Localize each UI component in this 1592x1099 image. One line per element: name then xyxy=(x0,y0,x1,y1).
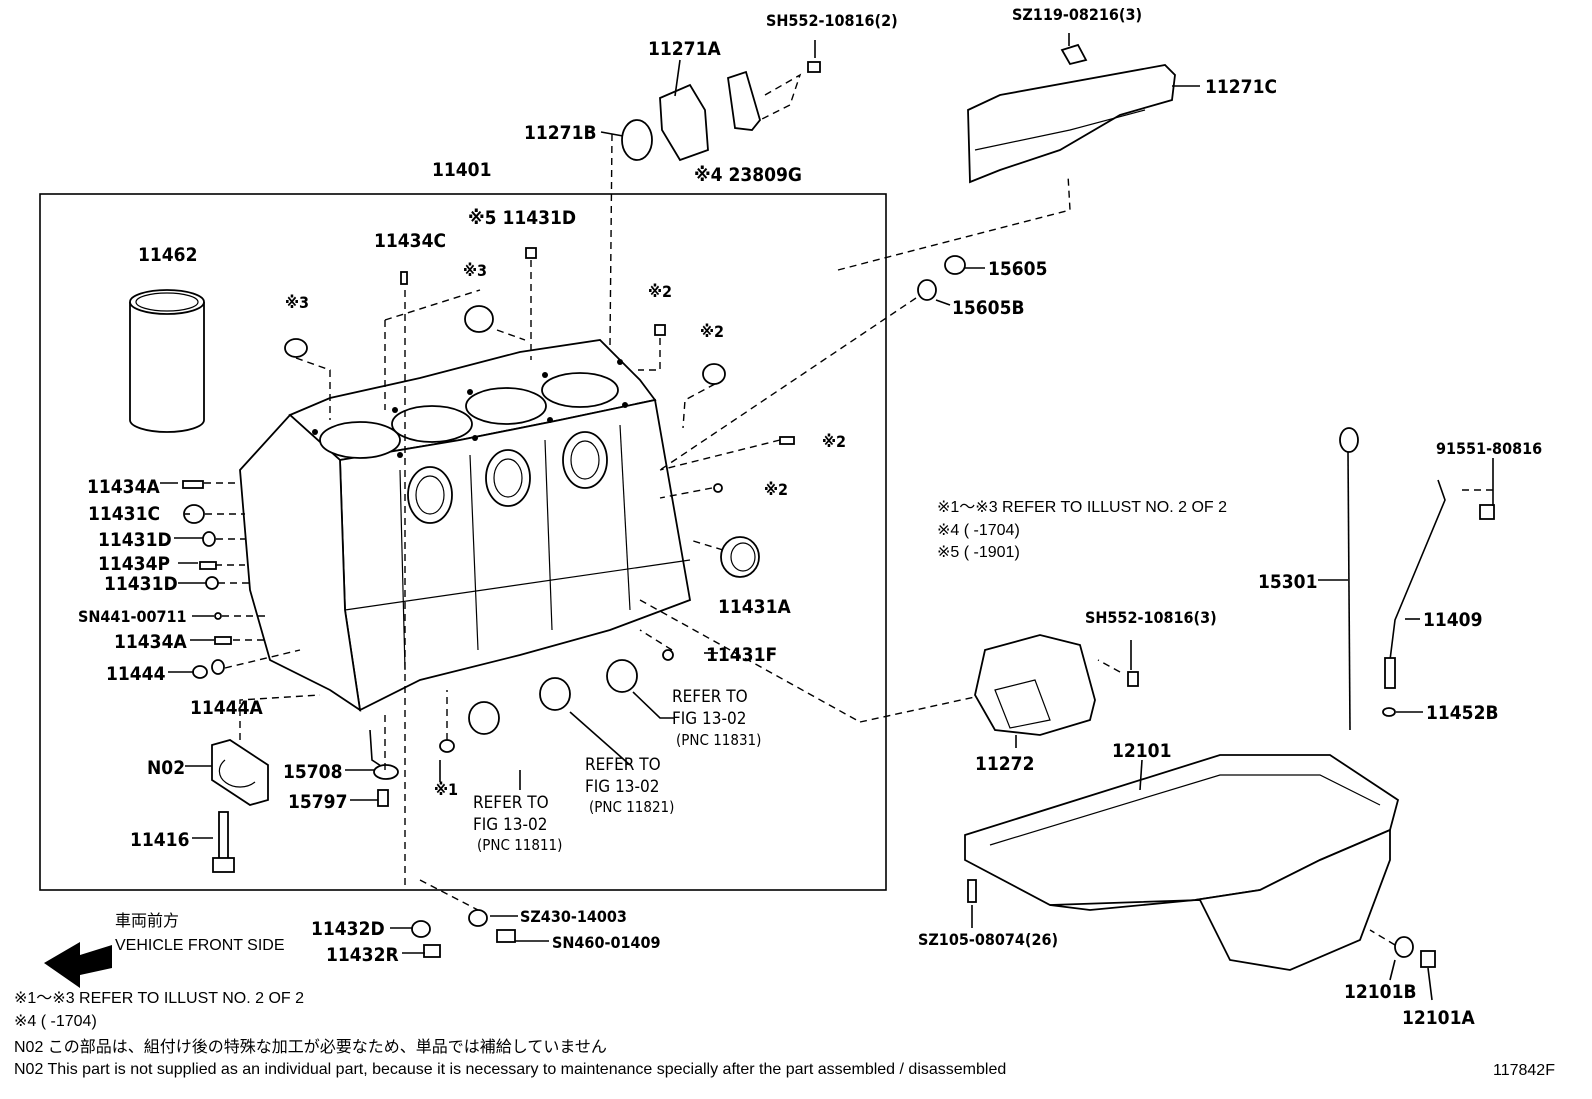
drain-plug-parts xyxy=(917,255,966,301)
union-bolt-parts xyxy=(411,909,516,958)
label-11444: 11444 xyxy=(106,663,166,685)
vehicle-front-note: 車両前方 VEHICLE FRONT SIDE xyxy=(115,912,285,954)
vehicle-front-jp: 車両前方 xyxy=(115,912,179,930)
footer-line1: ※1～※3 REFER TO ILLUST NO. 2 OF 2 xyxy=(14,990,304,1007)
ref-11831-line1: REFER TO xyxy=(672,687,748,707)
ref-11821-line2: FIG 13-02 xyxy=(585,777,659,797)
label-sz105: SZ105-08074(26) xyxy=(918,930,1058,949)
oil-pump-part xyxy=(974,634,1139,736)
label-11271A: 11271A xyxy=(648,38,721,60)
label-11271B: 11271B xyxy=(524,122,597,144)
label-11434P: 11434P xyxy=(98,553,170,575)
ref-11811-line2: FIG 13-02 xyxy=(473,815,547,835)
label-11444A: 11444A xyxy=(190,697,263,719)
cylinder-block-drawing xyxy=(239,339,692,712)
front-direction-arrow xyxy=(44,942,112,988)
label-mark2-a: ※2 xyxy=(648,282,672,301)
right-legend-line2: ※4 ( -1704) xyxy=(937,522,1020,539)
label-11432R: 11432R xyxy=(326,944,399,966)
label-mark1: ※1 xyxy=(434,780,458,799)
label-15605: 15605 xyxy=(988,258,1047,280)
label-15708: 15708 xyxy=(283,761,342,783)
cap-bolt-part xyxy=(212,811,235,873)
label-mark2-c: ※2 xyxy=(822,432,846,451)
timing-cover-parts xyxy=(621,43,1088,162)
label-12101A: 12101A xyxy=(1402,1007,1475,1029)
oil-pan-part xyxy=(964,754,1436,971)
label-11434A-1: 11434A xyxy=(87,476,160,498)
label-11271C: 11271C xyxy=(1205,76,1277,98)
label-91551: 91551-80816 xyxy=(1436,439,1542,458)
label-mark3-left: ※3 xyxy=(285,293,309,312)
right-legend-line3: ※5 ( -1901) xyxy=(937,544,1020,561)
label-11452B: 11452B xyxy=(1426,702,1499,724)
label-11431D-top: ※5 11431D xyxy=(468,207,576,229)
dashed-guides xyxy=(204,73,1493,946)
label-15301: 15301 xyxy=(1258,571,1317,593)
label-11272: 11272 xyxy=(975,753,1034,775)
label-11431D-1: 11431D xyxy=(98,529,172,551)
vehicle-front-en: VEHICLE FRONT SIDE xyxy=(115,937,285,954)
label-11431C: 11431C xyxy=(88,503,160,525)
footer-line4: N02 This part is not supplied as an indi… xyxy=(14,1061,1006,1078)
label-11431A: 11431A xyxy=(718,596,791,618)
label-sh552-2: SH552-10816(2) xyxy=(766,11,898,30)
footer-notes: ※1～※3 REFER TO ILLUST NO. 2 OF 2 ※4 ( -1… xyxy=(14,990,1555,1079)
label-11431D-2: 11431D xyxy=(104,573,178,595)
footer-line2: ※4 ( -1704) xyxy=(14,1013,97,1030)
label-11432D: 11432D xyxy=(311,918,385,940)
label-11409: 11409 xyxy=(1423,609,1482,631)
expansion-plugs xyxy=(182,247,795,753)
block-insulator-part xyxy=(967,64,1176,184)
label-12101B: 12101B xyxy=(1344,981,1417,1003)
label-sh552-3: SH552-10816(3) xyxy=(1085,608,1217,627)
label-sz430: SZ430-14003 xyxy=(520,907,627,926)
label-sn441: SN441-00711 xyxy=(78,607,187,626)
label-11462: 11462 xyxy=(138,244,197,266)
right-legend-line1: ※1～※3 REFER TO ILLUST NO. 2 OF 2 xyxy=(937,499,1227,516)
label-15797: 15797 xyxy=(288,791,347,813)
label-mark2-b: ※2 xyxy=(700,322,724,341)
oil-jet-part xyxy=(369,729,399,807)
label-23809G: ※4 23809G xyxy=(694,164,802,186)
label-11434A-2: 11434A xyxy=(114,631,187,653)
right-legend: ※1～※3 REFER TO ILLUST NO. 2 OF 2 ※4 ( -1… xyxy=(937,499,1227,561)
label-mark3-mid: ※3 xyxy=(463,261,487,280)
label-12101: 12101 xyxy=(1112,740,1171,762)
cylinder-block-frame xyxy=(39,193,887,891)
figure-id: 117842F xyxy=(1493,1062,1555,1079)
ref-11811-pnc: (PNC 11811) xyxy=(477,836,562,854)
ref-11811-line1: REFER TO xyxy=(473,793,549,813)
label-11416: 11416 xyxy=(130,829,189,851)
ref-11831-pnc: (PNC 11831) xyxy=(676,731,761,749)
ref-11831-line2: FIG 13-02 xyxy=(672,709,746,729)
camshaft-bushings xyxy=(468,659,638,735)
oil-seal-part xyxy=(720,536,760,578)
label-11401: 11401 xyxy=(432,159,491,181)
footer-line3: N02 この部品は、組付け後の特殊な加工が必要なため、単品では補給していません xyxy=(14,1038,607,1056)
cylinder-liner-part xyxy=(129,289,205,433)
oil-level-gauge-parts xyxy=(1339,427,1495,731)
ref-11821-pnc: (PNC 11821) xyxy=(589,798,674,816)
label-mark2-d: ※2 xyxy=(764,480,788,499)
ref-11821-line1: REFER TO xyxy=(585,755,661,775)
label-sn460: SN460-01409 xyxy=(552,933,661,952)
label-11431F: 11431F xyxy=(706,644,777,666)
leader-lines xyxy=(160,33,1494,1001)
label-11434C: 11434C xyxy=(374,230,446,252)
label-sz119: SZ119-08216(3) xyxy=(1012,5,1142,24)
part-labels: 11271A SH552-10816(2) SZ119-08216(3) 112… xyxy=(78,5,1542,1029)
refer-to-notes: REFER TO FIG 13-02 (PNC 11831) REFER TO … xyxy=(473,687,761,854)
bearing-cap-part xyxy=(211,739,269,806)
label-15605B: 15605B xyxy=(952,297,1025,319)
label-n02: N02 xyxy=(147,757,185,779)
